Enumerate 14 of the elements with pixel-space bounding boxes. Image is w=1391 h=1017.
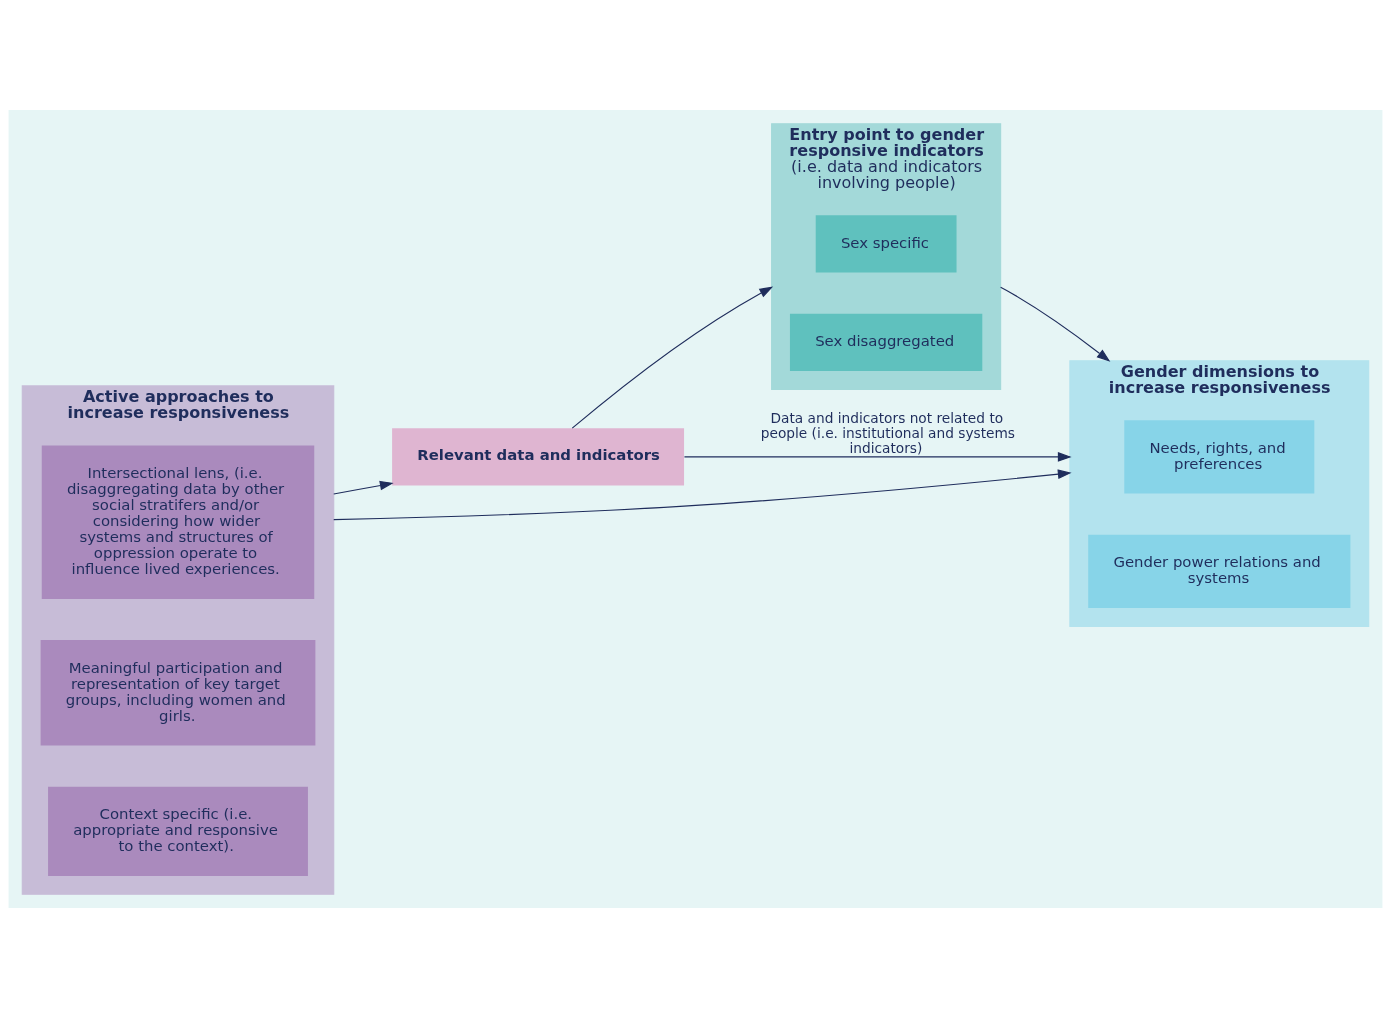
node-box: Context specific (i.e. appropriate and responsive to the context).: [48, 786, 308, 876]
node-box: Needs, rights, and preferences: [1124, 419, 1315, 494]
node-box: Sex specific: [815, 214, 957, 273]
node-box: Intersectional lens, (i.e. disaggregating data by other social stratifers and/or considering how wider systems and structures of oppression operate to influence lived experiences.: [41, 444, 315, 599]
arrow: [1000, 286, 1111, 362]
node-box: Sex disaggregated: [789, 313, 983, 371]
node-box: Relevant data and indicators: [392, 427, 685, 486]
node-box: Gender power relations and systems: [1088, 534, 1351, 608]
arrow: [333, 468, 1072, 520]
arrow: [571, 286, 774, 429]
arrow: [333, 480, 394, 495]
arrow: [683, 451, 1072, 462]
node-box: Meaningful participation and representation of key target groups, including women and girls.: [40, 639, 316, 745]
edge-label: Data and indicators not related to people (i.e. institutional and systems indicators): [760, 409, 1016, 456]
